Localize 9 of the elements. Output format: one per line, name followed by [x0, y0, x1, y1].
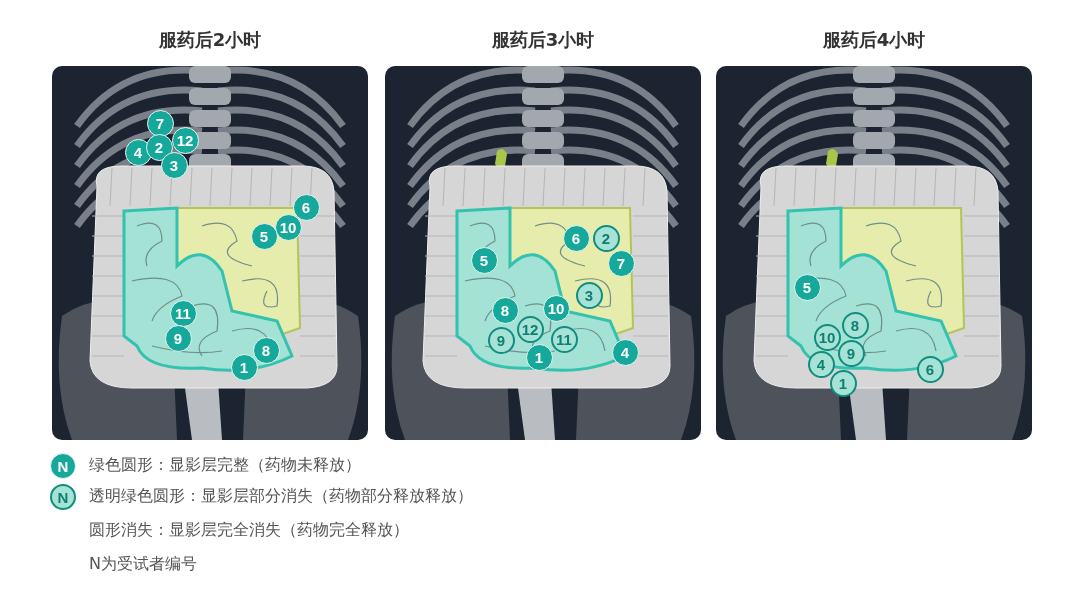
legend-text: 透明绿色圆形：显影层部分消失（药物部分释放释放）	[89, 486, 473, 507]
legend-swatch: N	[50, 484, 76, 510]
legend-swatch: N	[50, 453, 76, 479]
panel-title: 服药后4小时	[821, 28, 927, 52]
legend-text: 圆形消失：显影层完全消失（药物完全释放）	[89, 520, 409, 541]
panel-title: 服药后3小时	[490, 28, 596, 52]
panel-title: 服药后2小时	[157, 28, 263, 52]
legend-text: 绿色圆形：显影层完整（药物未释放）	[89, 455, 361, 476]
note-text: N为受试者编号	[89, 554, 197, 575]
